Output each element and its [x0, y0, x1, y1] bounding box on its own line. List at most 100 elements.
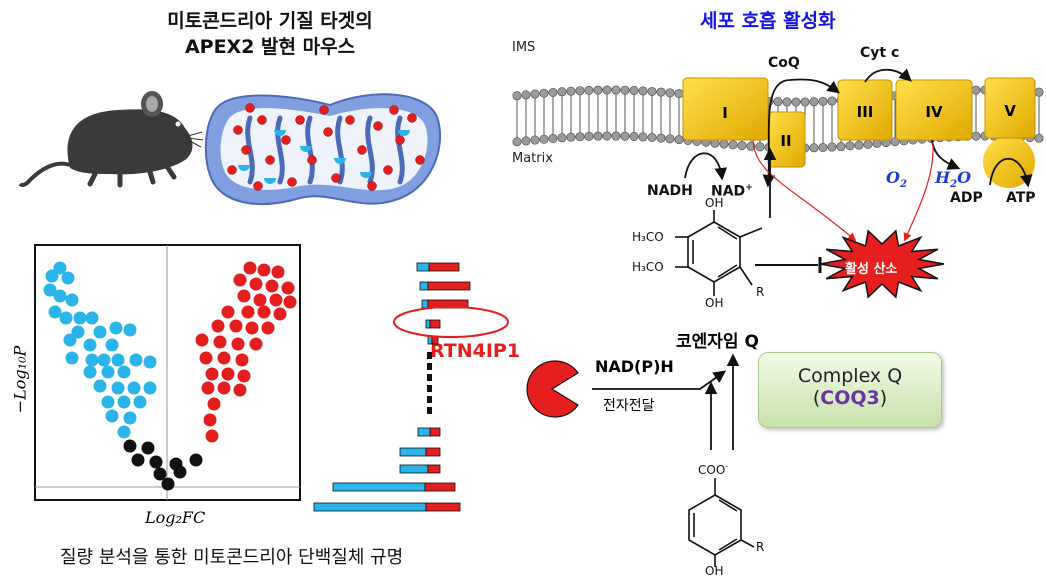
- rtn4ip1-label: RTN4IP1: [430, 340, 521, 362]
- coo-sup: -: [725, 462, 729, 471]
- ros-arrow-from-iv: [903, 141, 934, 242]
- lipid-head-top: [521, 90, 531, 100]
- matrix-protein-dot: [407, 113, 417, 123]
- rtn4ip1-highlight-ellipse: [393, 306, 509, 338]
- volcano-dot-red: [261, 321, 275, 335]
- lipid-head-bottom: [872, 138, 882, 148]
- lipid-head-top: [584, 85, 594, 95]
- lipid-head-bottom: [818, 142, 828, 152]
- bar-list: [313, 262, 471, 512]
- apex2-dot: [300, 146, 312, 152]
- matrix-protein-dot: [319, 105, 329, 115]
- crista: [335, 115, 345, 185]
- lipid-head-bottom: [620, 131, 630, 141]
- lipid-head-bottom: [521, 136, 531, 146]
- volcano-dot-red: [207, 397, 221, 411]
- coq3-label: COQ3: [820, 387, 880, 409]
- volcano-dot-blue: [65, 293, 79, 307]
- left-title-line2: APEX2 발현 마우스: [184, 36, 356, 58]
- nad-label: NAD+: [711, 183, 753, 200]
- volcano-dot-blue: [127, 381, 141, 395]
- adp-arrow: [989, 157, 1033, 188]
- h2o-o: O: [957, 168, 972, 187]
- lipid-head-top: [611, 85, 621, 95]
- volcano-dot-blue: [45, 269, 59, 283]
- volcano-dot-red: [257, 305, 271, 319]
- volcano-dot-red: [257, 263, 271, 277]
- pacman-icon: [526, 360, 579, 418]
- lipid-head-bottom: [863, 139, 873, 149]
- volcano-dot-blue: [111, 381, 125, 395]
- volcano-dot-blue: [53, 289, 67, 303]
- bar-blue-segment: [421, 299, 429, 309]
- lipid-head-bottom: [575, 132, 585, 142]
- volcano-dot-blue: [73, 311, 87, 325]
- matrix-protein-dot: [281, 135, 291, 145]
- nad-text: NAD: [711, 183, 746, 200]
- matrix-protein-dot: [307, 155, 317, 165]
- bar-blue-segment: [313, 502, 427, 512]
- bar-blue-segment: [419, 281, 429, 291]
- volcano-dot-red: [201, 381, 215, 395]
- lipid-head-bottom: [836, 142, 846, 152]
- h3co-2: H₃CO: [632, 260, 664, 274]
- lipid-head-top: [827, 96, 837, 106]
- h3co-1: H₃CO: [632, 230, 664, 244]
- volcano-dot-black: [123, 439, 137, 453]
- bar-blue-segment: [399, 464, 429, 474]
- apex2-dot: [398, 130, 410, 136]
- apex2-dot: [238, 165, 250, 171]
- lipid-head-top: [602, 85, 612, 95]
- volcano-dot-blue: [143, 355, 157, 369]
- lipid-head-bottom: [548, 133, 558, 143]
- lipid-head-top: [557, 87, 567, 97]
- complex-ii-label: II: [780, 132, 791, 150]
- volcano-dot-red: [229, 319, 243, 333]
- complex-i: I: [682, 77, 769, 141]
- volcano-dot-blue: [117, 395, 131, 409]
- coq-structure: [675, 210, 763, 296]
- lipid-head-top: [800, 97, 810, 107]
- volcano-dot-red: [243, 261, 257, 275]
- bar-blue-segment: [416, 262, 430, 272]
- coenzyme-q-label: 코엔자임 Q: [676, 332, 759, 352]
- matrix-protein-dot: [383, 165, 393, 175]
- bottom-caption: 질량 분석을 통한 미토콘드리아 단백질체 규명: [60, 547, 404, 568]
- volcano-dot-black: [153, 467, 167, 481]
- volcano-dot-blue: [53, 261, 67, 275]
- lipid-head-bottom: [737, 141, 747, 151]
- complex-ii: II: [767, 111, 806, 168]
- bar-red-segment: [428, 262, 460, 272]
- bar-blue-segment: [427, 335, 433, 345]
- volcano-dot-blue: [117, 365, 131, 379]
- electron-transfer-label: 전자전달: [603, 398, 655, 414]
- oh-bottom: OH: [705, 296, 724, 310]
- volcano-dot-red: [217, 351, 231, 365]
- precursor-structure: [688, 478, 755, 567]
- lipid-head-bottom: [530, 135, 540, 145]
- matrix-protein-dot: [257, 115, 267, 125]
- lipid-head-top: [1034, 87, 1044, 97]
- crista: [395, 115, 405, 185]
- adp-label: ADP: [950, 190, 983, 206]
- lipid-head-top: [782, 97, 792, 107]
- right-title: 세포 호흡 활성화: [700, 10, 836, 32]
- volcano-dot-blue: [123, 411, 137, 425]
- oh-top: OH: [705, 196, 724, 210]
- bar-blue-segment: [417, 427, 431, 437]
- o2-label: O2: [886, 168, 907, 190]
- volcano-dot-red: [233, 383, 247, 397]
- volcano-dot-blue: [59, 311, 73, 325]
- lipid-head-top: [665, 88, 675, 98]
- complex-v: V: [984, 77, 1036, 139]
- matrix-protein-dot: [265, 155, 275, 165]
- matrix-protein-dot: [287, 177, 297, 187]
- matrix-protein-dot: [415, 155, 425, 165]
- volcano-dot-blue: [117, 425, 131, 439]
- coo-text: COO: [698, 463, 726, 477]
- volcano-dot-blue: [109, 321, 123, 335]
- lipid-head-bottom: [665, 134, 675, 144]
- bar-red-segment: [425, 447, 441, 457]
- lipid-head-top: [971, 85, 981, 95]
